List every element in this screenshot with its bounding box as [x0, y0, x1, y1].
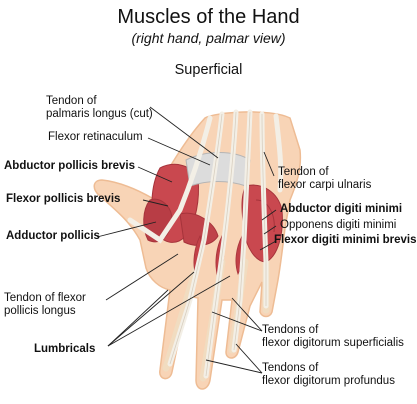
diagram-subtitle: (right hand, palmar view): [131, 30, 286, 46]
tendon-outlines: [169, 111, 267, 377]
label-line: Tendon of flexor: [4, 292, 86, 304]
label-palmaris-longus: Tendon of palmaris longus (cut): [46, 95, 153, 121]
label-line: Tendon of: [46, 95, 97, 107]
label-line: palmaris longus (cut): [46, 108, 153, 121]
label-fds-tendons: Tendons of flexor digitorum superficiali…: [262, 324, 404, 350]
label-line: flexor digitorum profundus: [262, 375, 395, 388]
label-adductor-pollicis: Adductor pollicis: [6, 230, 100, 242]
label-abductor-pollicis-brevis: Abductor pollicis brevis: [4, 160, 135, 172]
label-flexor-digiti-minimi-brevis: Flexor digiti minimi brevis: [274, 234, 417, 246]
label-line: flexor carpi ulnaris: [278, 179, 372, 192]
label-fdp-tendons: Tendons of flexor digitorum profundus: [262, 362, 395, 388]
label-opponens-digiti-minimi: Opponens digiti minimi: [280, 219, 397, 231]
section-heading: Superficial: [174, 62, 243, 78]
label-flexor-pollicis-brevis: Flexor pollicis brevis: [6, 193, 121, 205]
diagram-title: Muscles of the Hand: [117, 6, 300, 28]
label-line: Tendon of: [278, 166, 329, 178]
label-line: flexor digitorum superficialis: [262, 337, 404, 350]
label-flexor-carpi-ulnaris: Tendon of flexor carpi ulnaris: [278, 166, 371, 192]
label-lumbricals: Lumbricals: [34, 343, 96, 355]
label-line: Tendons of: [262, 362, 319, 374]
label-tendon-flexor-pollicis-longus: Tendon of flexor pollicis longus: [4, 292, 86, 318]
label-line: pollicis longus: [4, 305, 76, 318]
label-abductor-digiti-minimi: Abductor digiti minimi: [280, 203, 403, 215]
label-flexor-retinaculum: Flexor retinaculum: [48, 131, 143, 143]
label-line: Tendons of: [262, 324, 319, 336]
leader-lines: [96, 106, 277, 374]
